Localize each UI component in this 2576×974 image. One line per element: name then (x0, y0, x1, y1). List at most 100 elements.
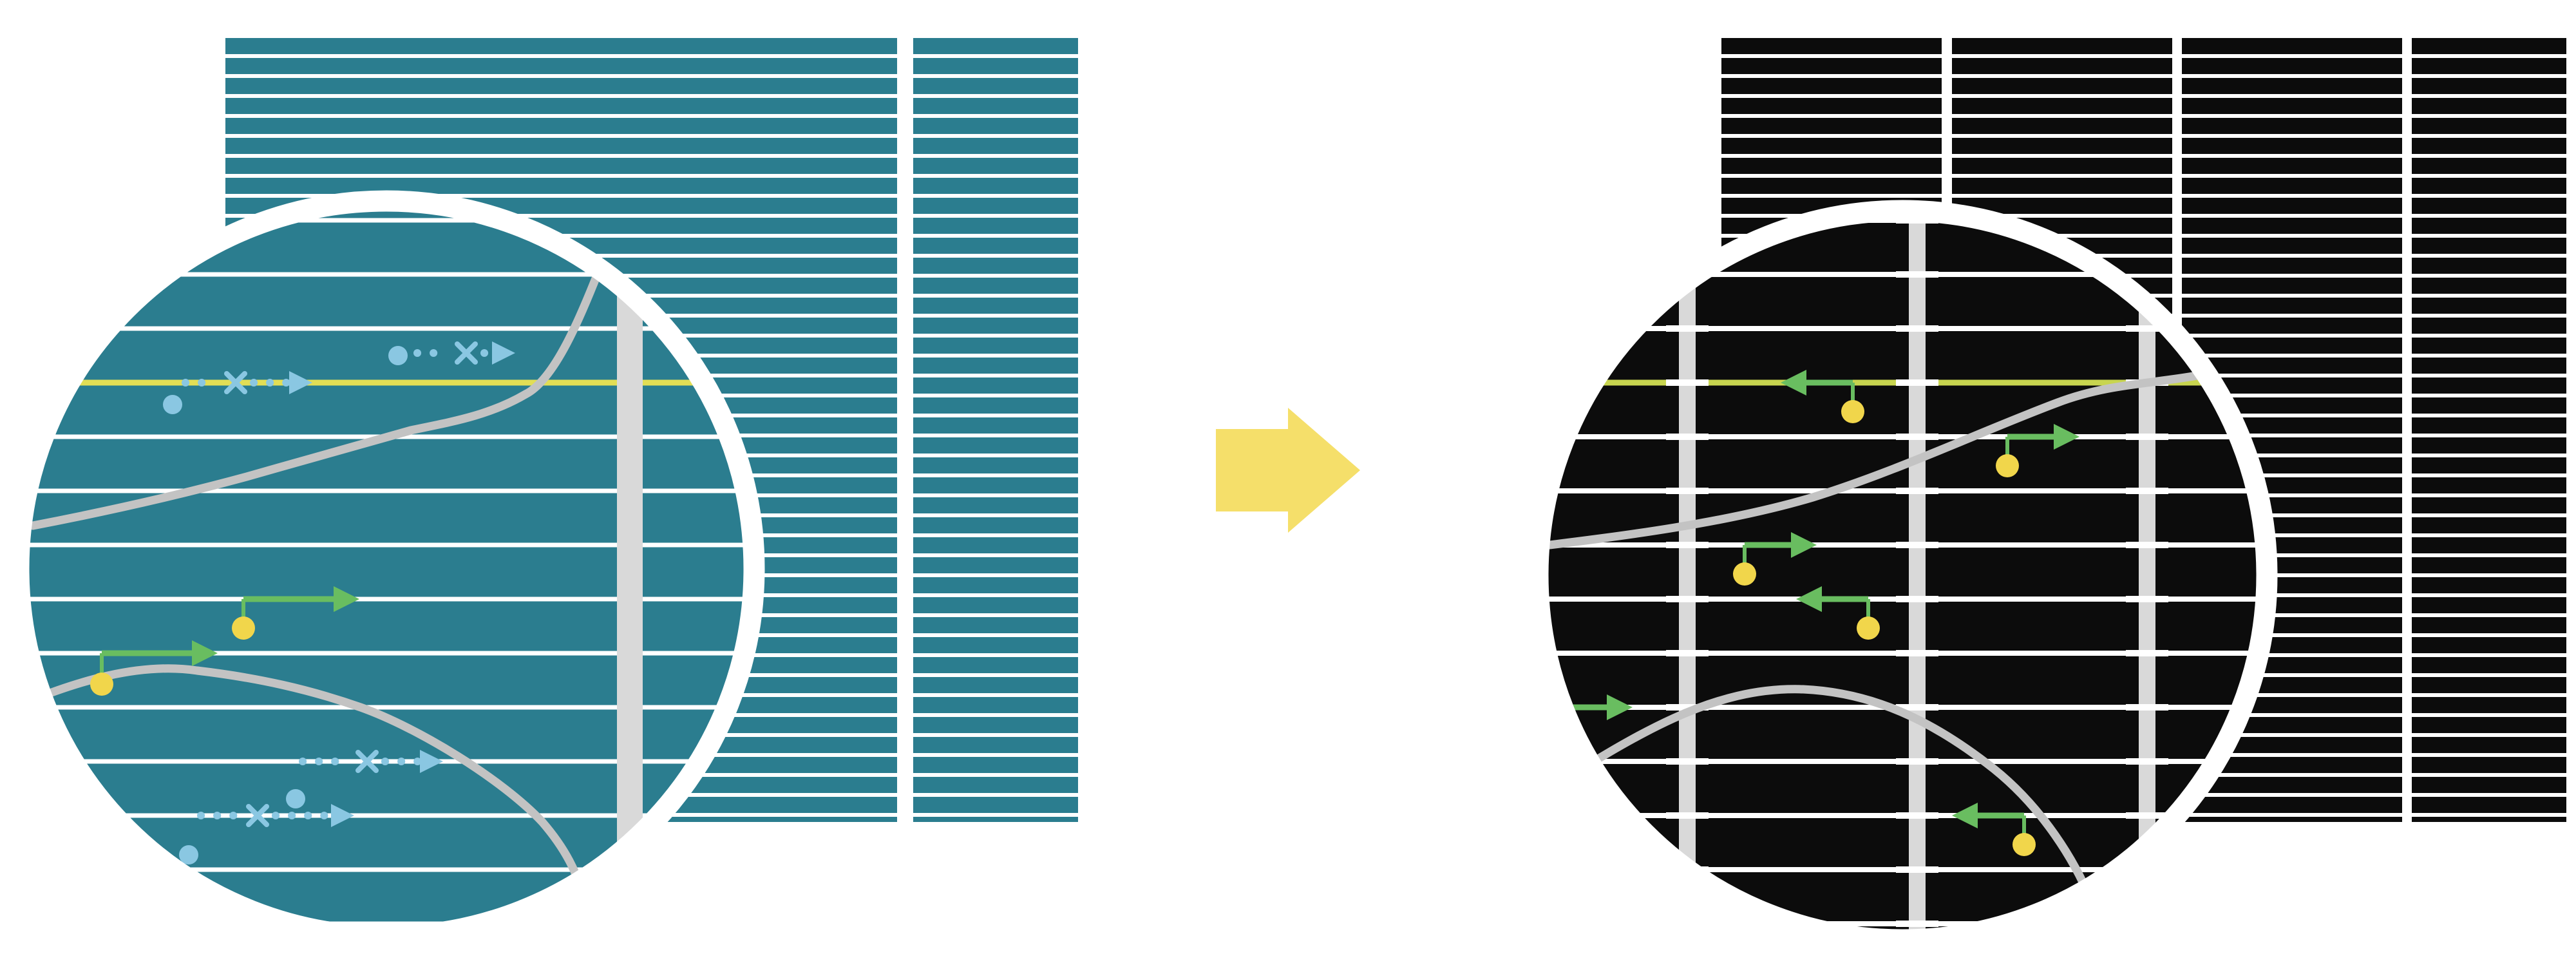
busbar-solder-tick (1896, 596, 1938, 602)
grain-boundary-curve (28, 242, 612, 530)
carrier-dot-yellow (1996, 454, 2019, 477)
x-mark (455, 341, 478, 365)
collected-carrier-path (1996, 424, 2079, 477)
busbar-solder-tick (2126, 596, 2168, 602)
busbar (1909, 211, 1926, 940)
finger-line (19, 326, 754, 331)
finger-line (19, 218, 754, 223)
busbar-solder-tick (2126, 488, 2168, 494)
carrier-dot-blue (286, 789, 305, 808)
blocked-arrowhead (492, 341, 515, 365)
blocked-carrier-path (286, 750, 443, 808)
finger-line (19, 597, 754, 602)
collected-arrowhead (192, 640, 218, 666)
finger-line (19, 542, 754, 548)
busbar-solder-tick (1666, 379, 1709, 386)
collected-carrier-path (1733, 532, 1817, 586)
busbar-solder-tick (1896, 650, 1938, 656)
left-magnifier-inset (19, 201, 754, 937)
finger-line (19, 813, 754, 818)
busbar-solder-tick (1896, 704, 1938, 711)
collected-carrier-path (90, 640, 218, 696)
busbar-solder-tick (1666, 542, 1709, 548)
busbar-solder-tick (2126, 921, 2168, 927)
blocked-arrowhead (289, 371, 312, 394)
busbar-solder-tick (2126, 434, 2168, 440)
busbar-solder-tick (1666, 596, 1709, 602)
busbar (617, 201, 643, 937)
finger-line (19, 867, 754, 872)
busbar-solder-tick (1666, 650, 1709, 656)
finger-line (19, 921, 754, 926)
busbar-solder-tick (1666, 921, 1709, 927)
carrier-dot-yellow (1841, 400, 1864, 423)
carrier-dot-blue (163, 395, 182, 414)
carrier-dot-yellow (90, 673, 113, 696)
busbar-solder-tick (2126, 812, 2168, 819)
blocked-carrier-path (179, 804, 354, 864)
right-magnifier-inset (1538, 211, 2267, 940)
collected-carrier-path (1952, 803, 2036, 856)
collected-arrowhead (334, 586, 359, 612)
busbar-solder-tick (1896, 434, 1938, 440)
collected-arrowhead (1952, 803, 1978, 828)
transition-arrow-icon (1216, 408, 1360, 533)
grain-boundary-curve (1538, 356, 2259, 551)
busbar-solder-tick (1896, 758, 1938, 765)
x-mark (246, 804, 269, 827)
collected-arrowhead (1607, 694, 1633, 720)
highlighted-finger-line (19, 379, 754, 386)
collected-carrier-path (1796, 586, 1880, 640)
finger-line (19, 272, 754, 277)
left-cell-panel (913, 38, 1078, 822)
busbar-solder-tick (1896, 812, 1938, 819)
busbar-solder-tick (1896, 921, 1938, 927)
busbar-solder-tick (1896, 271, 1938, 278)
right-cell-panel (2412, 38, 2566, 822)
carrier-dot-blue (179, 845, 198, 864)
blocked-arrowhead (420, 750, 443, 773)
busbar-solder-tick (1896, 488, 1938, 494)
busbar-solder-tick (2126, 704, 2168, 711)
collected-arrowhead (2054, 424, 2079, 450)
busbar-solder-tick (1896, 379, 1938, 386)
x-mark (224, 371, 247, 394)
busbar-solder-tick (1896, 542, 1938, 548)
collected-arrowhead (1796, 586, 1822, 612)
carrier-dot-yellow (2012, 833, 2036, 856)
blocked-carrier-path (388, 341, 515, 365)
carrier-dot-yellow (1733, 562, 1756, 586)
collected-carrier-path (232, 586, 359, 640)
finger-line (19, 705, 754, 710)
carrier-dot-yellow (1857, 616, 1880, 640)
left-inset-ring (8, 190, 765, 948)
blocked-carrier-path (163, 371, 312, 414)
carrier-dot-blue (388, 346, 408, 365)
busbar-solder-tick (1666, 217, 1709, 224)
busbar-solder-tick (1666, 758, 1709, 765)
finger-line (19, 488, 754, 493)
busbar-solder-tick (2126, 758, 2168, 765)
x-mark (355, 750, 379, 773)
busbar-solder-tick (1896, 325, 1938, 332)
grain-boundary-curve (1538, 685, 2103, 926)
busbar-solder-tick (1666, 325, 1709, 332)
collected-arrowhead (1781, 370, 1806, 396)
collected-arrowhead (1791, 532, 1817, 558)
busbar-solder-tick (1666, 488, 1709, 494)
busbar-solder-tick (1666, 812, 1709, 819)
busbar-solder-tick (1896, 866, 1938, 873)
busbar-solder-tick (1666, 704, 1709, 711)
finger-line (19, 651, 754, 656)
right-inset-ring (1527, 200, 2278, 951)
busbar-solder-tick (2126, 650, 2168, 656)
busbar (1679, 211, 1696, 940)
busbar-solder-tick (1666, 434, 1709, 440)
busbar-solder-tick (2126, 325, 2168, 332)
collected-carrier-path (1781, 370, 1864, 423)
blocked-arrowhead (331, 804, 354, 827)
grain-boundary-curve (19, 664, 588, 900)
busbar-solder-tick (2126, 542, 2168, 548)
